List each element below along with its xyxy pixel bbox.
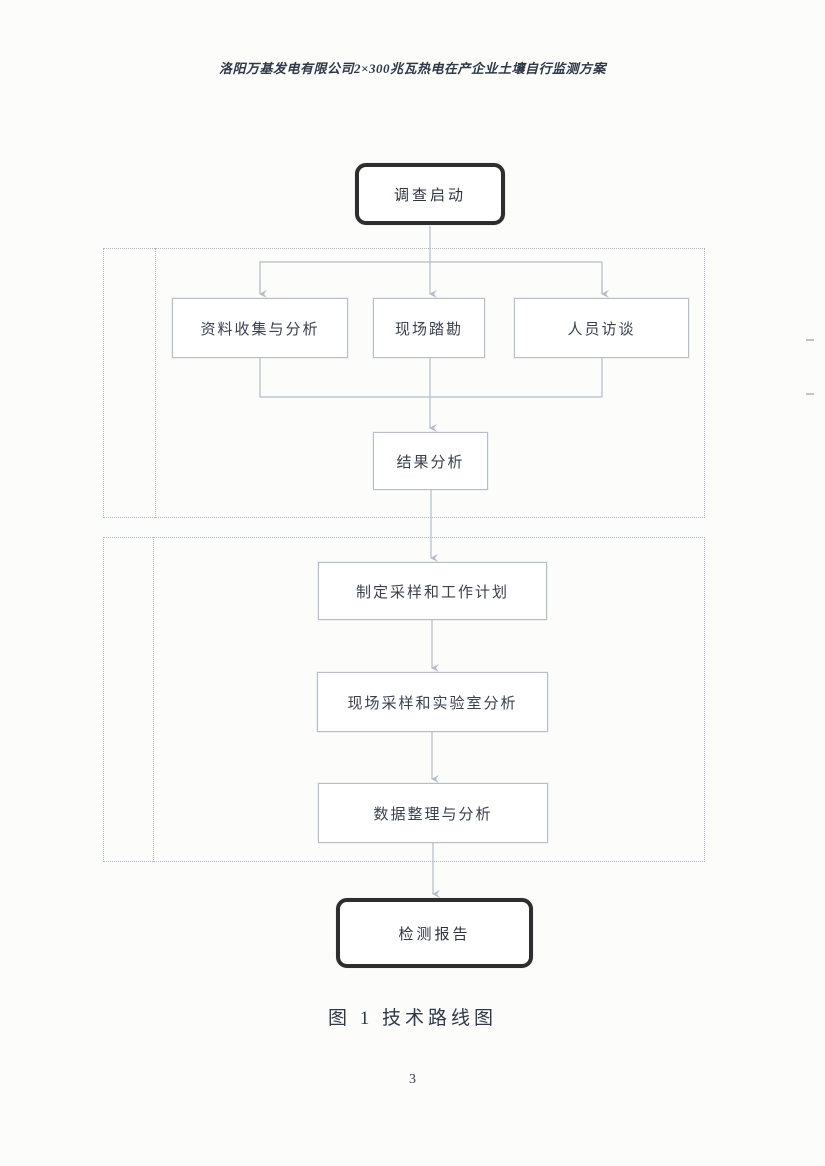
flow-node-interview: 人员访谈: [514, 298, 689, 358]
page-number: 3: [409, 1072, 416, 1087]
flow-node-sampling-label: 现场采样和实验室分析: [347, 695, 518, 712]
flow-node-report: 检测报告: [336, 898, 533, 968]
phase2-region-divider: [153, 537, 154, 862]
flow-node-survey-label: 现场踏勘: [394, 321, 463, 338]
flow-node-start-label: 调查启动: [393, 187, 466, 204]
scan-speck: [806, 393, 814, 395]
flow-node-data: 数据整理与分析: [318, 783, 548, 843]
phase2-dashed-region: [103, 537, 705, 862]
flow-node-survey: 现场踏勘: [373, 298, 485, 358]
flow-node-interview-label: 人员访谈: [567, 321, 636, 338]
scan-speck: [806, 339, 814, 341]
flow-node-plan-label: 制定采样和工作计划: [355, 584, 509, 601]
figure-caption: 图 1 技术路线图: [327, 1008, 497, 1029]
flow-node-data-label: 数据整理与分析: [373, 806, 493, 823]
flow-node-result-label: 结果分析: [396, 454, 465, 471]
flow-node-report-label: 检测报告: [398, 926, 471, 943]
flow-node-collect-label: 资料收集与分析: [200, 321, 320, 338]
phase1-region-divider: [155, 248, 156, 518]
phase1-dashed-region: [103, 248, 705, 518]
flow-node-sampling: 现场采样和实验室分析: [317, 672, 548, 732]
flow-node-start: 调查启动: [355, 163, 505, 225]
flow-node-plan: 制定采样和工作计划: [318, 562, 547, 620]
flow-node-result: 结果分析: [373, 432, 488, 490]
flow-node-collect: 资料收集与分析: [172, 298, 348, 358]
page-header: 洛阳万基发电有限公司2×300兆瓦热电在产企业土壤自行监测方案: [219, 61, 606, 76]
